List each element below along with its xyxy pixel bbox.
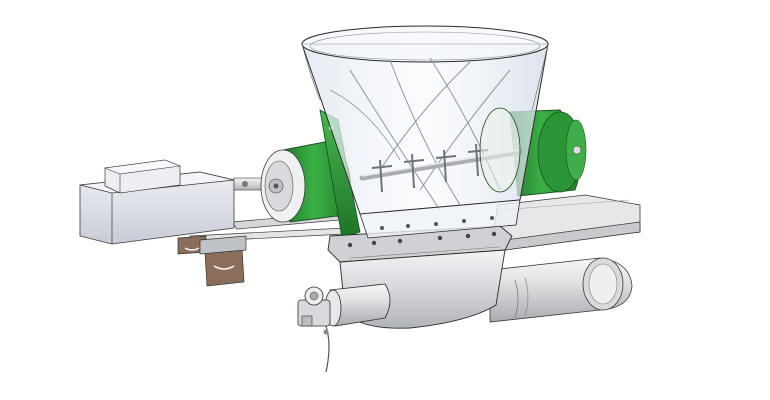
valve bbox=[297, 286, 331, 373]
hopper-window-right bbox=[479, 107, 521, 193]
trough-bolts bbox=[347, 231, 497, 248]
mounting-bracket-right bbox=[199, 235, 247, 287]
motor bbox=[79, 159, 275, 245]
hopper-rim-bolts bbox=[380, 216, 494, 230]
discharge-tube bbox=[489, 257, 633, 323]
